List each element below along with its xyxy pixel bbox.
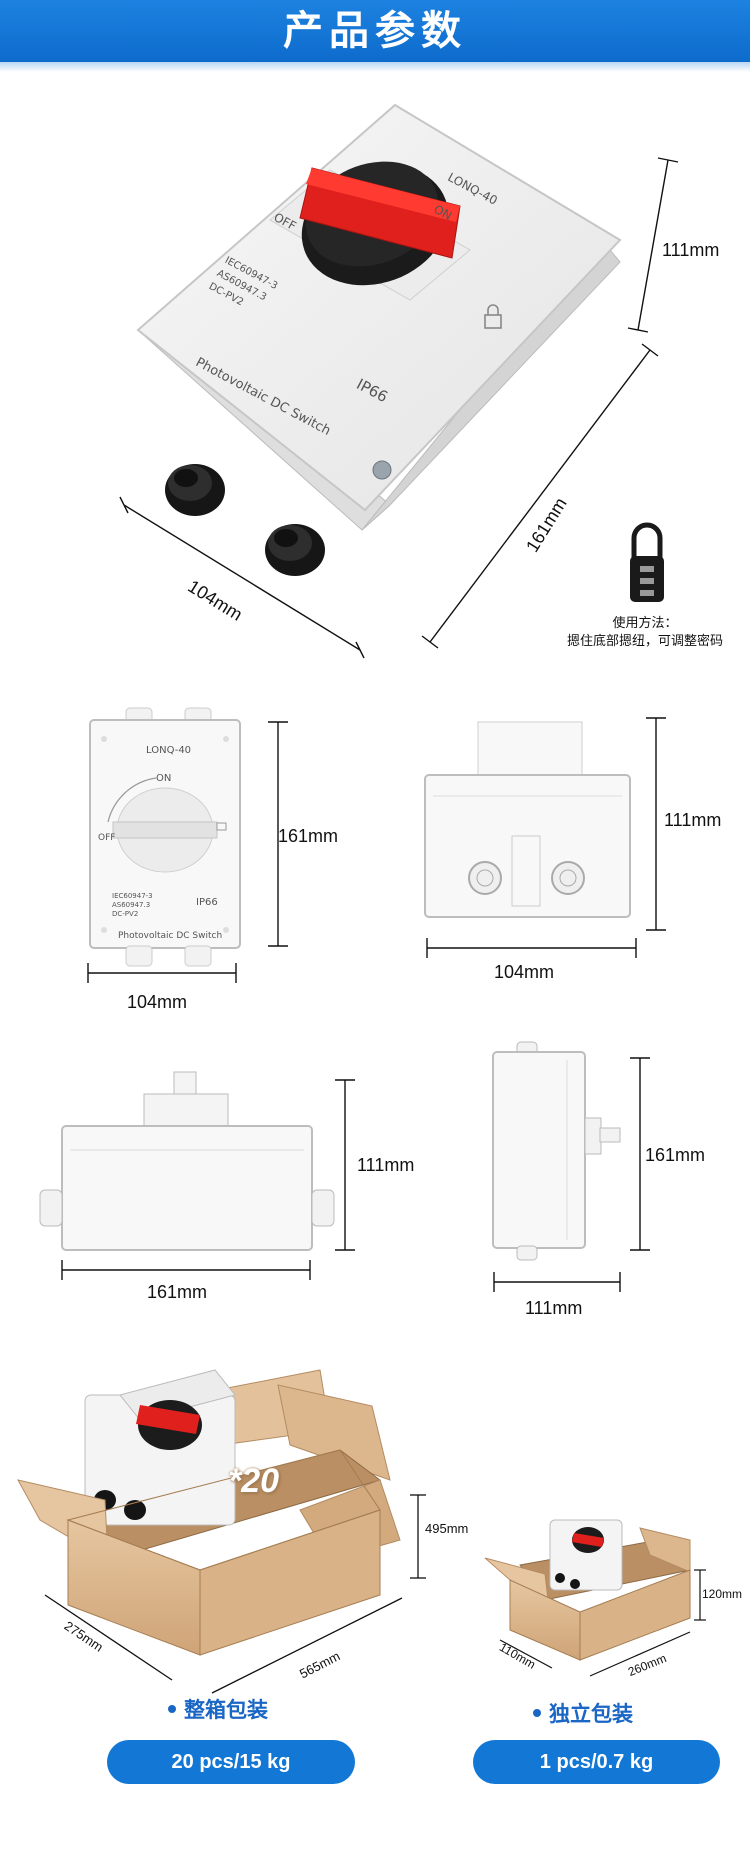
bottom-width-dim: 104mm bbox=[494, 962, 555, 982]
lock-usage-desc: 摁住底部摁纽，可调整密码 bbox=[566, 633, 723, 648]
front-view bbox=[87, 707, 288, 983]
bullet-icon bbox=[533, 1709, 541, 1718]
front-width-dim: 104mm bbox=[127, 992, 188, 1012]
side-view bbox=[39, 1071, 355, 1280]
front-height-dim: 161mm bbox=[278, 826, 339, 846]
front-standard-1: IEC60947-3 bbox=[112, 892, 153, 900]
end-width-dim: 111mm bbox=[525, 1298, 583, 1318]
page-title: 产品参数 bbox=[283, 9, 467, 53]
side-width-dim: 161mm bbox=[147, 1282, 208, 1302]
front-standard-2: AS60947.3 bbox=[112, 901, 151, 909]
small-carton bbox=[484, 1519, 706, 1677]
header-banner bbox=[0, 0, 750, 62]
carton-count: *20 bbox=[228, 1462, 280, 1500]
bottom-height-dim: 111mm bbox=[664, 810, 722, 830]
big-carton-spec: 20 pcs/15 kg bbox=[107, 1740, 355, 1784]
side-height-dim: 111mm bbox=[357, 1155, 415, 1175]
front-name-label: Photovoltaic DC Switch bbox=[118, 931, 223, 941]
lock-usage-title: 使用方法： bbox=[612, 615, 678, 630]
front-standard-3: DC-PV2 bbox=[112, 910, 139, 918]
big-carton-label-text: 整箱包装 bbox=[184, 1699, 268, 1722]
big-carton-label: 整箱包装 bbox=[168, 1694, 268, 1724]
bottom-view bbox=[424, 717, 666, 958]
small-carton-height-dim: 120mm bbox=[702, 1587, 743, 1601]
lock-usage-text: 使用方法： 摁住底部摁纽，可调整密码 bbox=[540, 614, 750, 650]
front-ip-label: IP66 bbox=[196, 897, 218, 908]
small-carton-spec: 1 pcs/0.7 kg bbox=[473, 1740, 720, 1784]
big-carton bbox=[17, 1369, 426, 1694]
small-carton-label: 独立包装 bbox=[533, 1698, 633, 1728]
small-carton-label-text: 独立包装 bbox=[549, 1703, 633, 1726]
hero-height-dim: 111mm bbox=[662, 240, 720, 260]
big-carton-height-dim: 495mm bbox=[425, 1521, 469, 1536]
bullet-icon bbox=[168, 1705, 176, 1714]
front-off-label: OFF bbox=[98, 833, 116, 843]
end-view bbox=[492, 1041, 650, 1292]
front-on-label: ON bbox=[156, 773, 172, 784]
cable-gland-right bbox=[265, 524, 325, 576]
cable-gland-left bbox=[165, 464, 225, 516]
header-shadow bbox=[0, 62, 750, 72]
hero-switch bbox=[136, 103, 622, 576]
end-height-dim: 161mm bbox=[645, 1145, 706, 1165]
combination-lock-icon bbox=[630, 522, 664, 602]
front-model-label: LONQ-40 bbox=[146, 745, 192, 756]
